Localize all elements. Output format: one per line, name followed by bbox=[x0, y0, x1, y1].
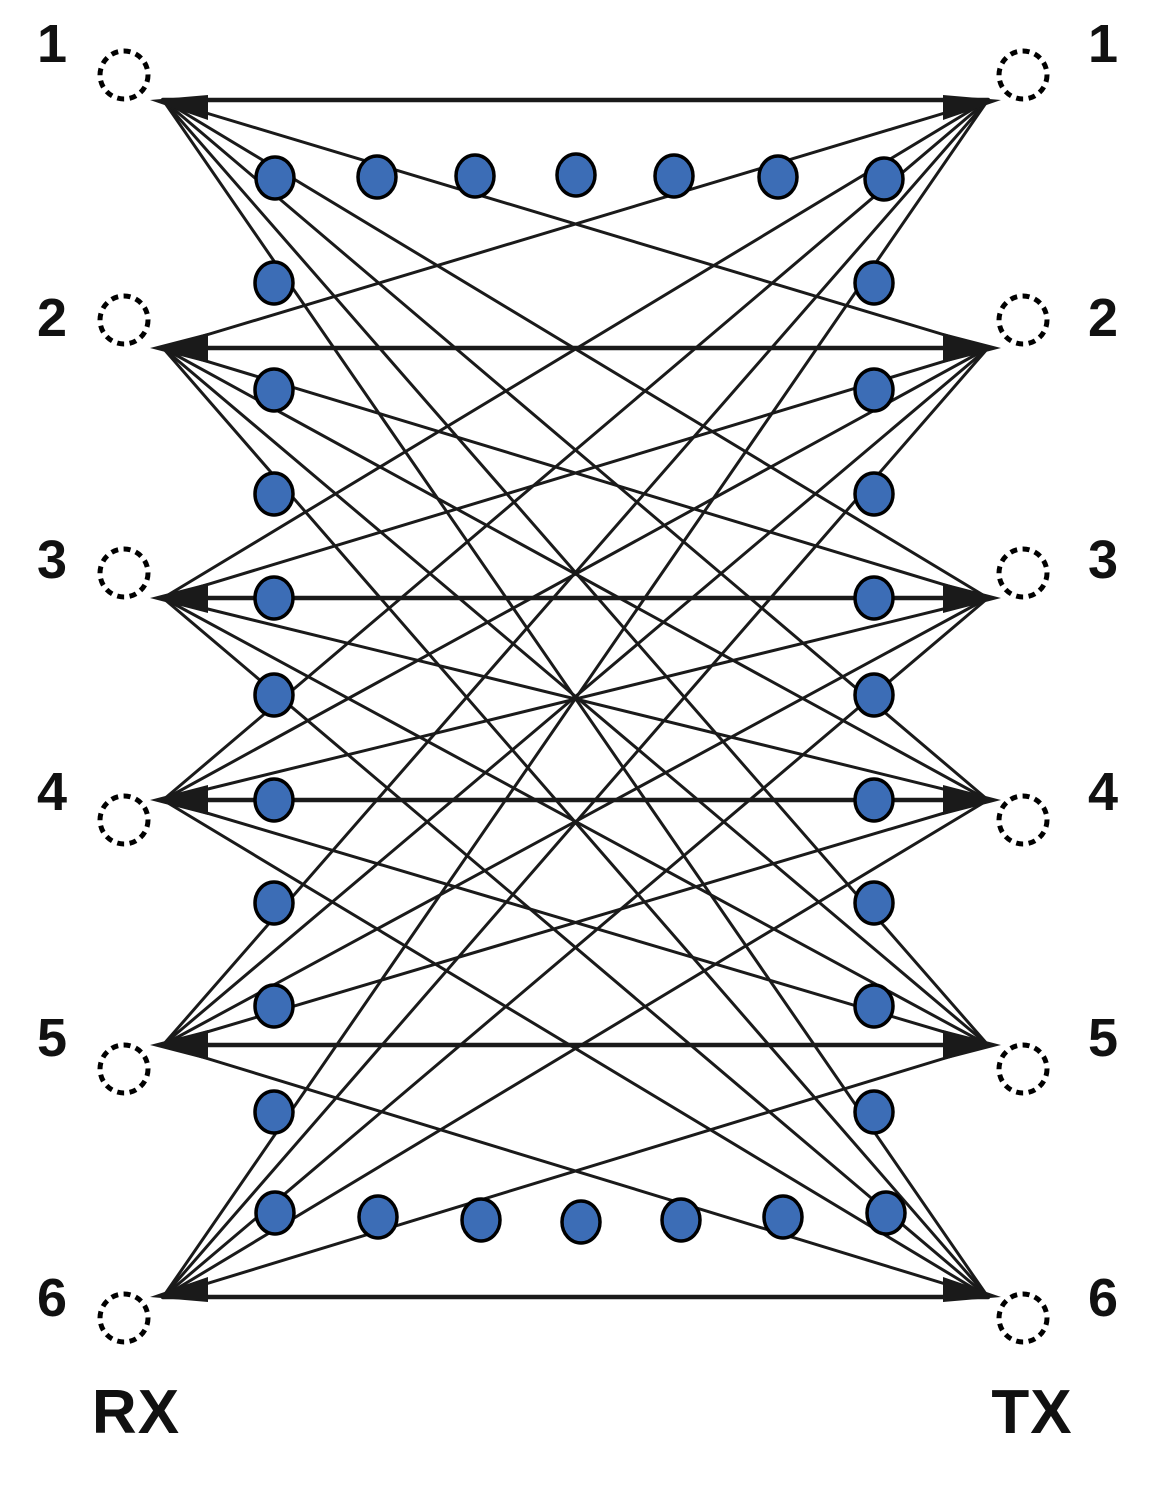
rx-port-circle-2 bbox=[97, 293, 151, 347]
tx-port-circle-3 bbox=[996, 546, 1050, 600]
ring-dot bbox=[853, 880, 895, 926]
fan-wedges-layer bbox=[150, 95, 1001, 1302]
ring-dot bbox=[863, 156, 905, 202]
rx-fan-wedge-1 bbox=[150, 95, 208, 120]
tx-fan-wedge-6 bbox=[943, 1277, 1001, 1302]
rx-fan-wedge-4 bbox=[150, 785, 208, 815]
rx-port-label-3: 3 bbox=[37, 530, 67, 590]
tx-port-label-3: 3 bbox=[1088, 530, 1118, 590]
ring-dot bbox=[560, 1199, 602, 1245]
ring-dot bbox=[853, 575, 895, 621]
ring-dots-layer bbox=[253, 152, 907, 1245]
tx-port-circle-4 bbox=[996, 793, 1050, 847]
tx-group-label: TX bbox=[991, 1378, 1072, 1447]
rx-port-circle-6 bbox=[97, 1291, 151, 1345]
tx-port-circle-6 bbox=[996, 1291, 1050, 1345]
tx-port-label-5: 5 bbox=[1088, 1008, 1118, 1068]
link-rx2-tx1 bbox=[161, 98, 990, 350]
link-rx6-tx1 bbox=[161, 98, 990, 1299]
tx-port-label-4: 4 bbox=[1088, 762, 1118, 822]
ring-dot bbox=[253, 1089, 295, 1135]
tx-fan-wedge-1 bbox=[943, 95, 1001, 120]
ring-dot bbox=[253, 880, 295, 926]
ring-dot bbox=[853, 1089, 895, 1135]
rx-fan-wedge-6 bbox=[150, 1277, 208, 1302]
rx-fan-wedge-3 bbox=[150, 583, 208, 613]
tx-fan-wedge-3 bbox=[943, 583, 1001, 613]
ring-dot bbox=[853, 777, 895, 823]
tx-fan-wedge-5 bbox=[943, 1030, 1001, 1060]
tx-port-circle-5 bbox=[996, 1042, 1050, 1096]
rx-fan-wedge-2 bbox=[150, 333, 208, 363]
ring-dot bbox=[253, 672, 295, 718]
rx-port-label-4: 4 bbox=[37, 762, 67, 822]
link-rx6-tx3 bbox=[161, 596, 990, 1299]
ring-dot bbox=[254, 155, 296, 201]
rx-fan-wedge-5 bbox=[150, 1030, 208, 1060]
rx-group-label: RX bbox=[92, 1378, 180, 1447]
rx-port-circle-5 bbox=[97, 1042, 151, 1096]
ring-dot bbox=[555, 152, 597, 198]
tx-port-circle-2 bbox=[996, 293, 1050, 347]
rx-port-circle-4 bbox=[97, 793, 151, 847]
tx-port-circle-1 bbox=[996, 48, 1050, 102]
link-rx6-tx4 bbox=[161, 798, 990, 1299]
rx-port-circle-3 bbox=[97, 546, 151, 600]
link-rx5-tx1 bbox=[161, 98, 990, 1047]
ring-dot bbox=[653, 153, 695, 199]
ring-dot bbox=[762, 1194, 804, 1240]
link-rx6-tx2 bbox=[161, 346, 990, 1299]
link-rx3-tx2 bbox=[161, 346, 990, 600]
ring-dot bbox=[253, 367, 295, 413]
port-labels-layer: 1 1 2 2 3 3 4 4 5 5 6 6 bbox=[37, 14, 1118, 1328]
ring-dot bbox=[865, 1190, 907, 1236]
ring-dot bbox=[853, 260, 895, 306]
rx-port-label-1: 1 bbox=[37, 14, 67, 74]
rx-port-label-5: 5 bbox=[37, 1008, 67, 1068]
ring-dot bbox=[853, 983, 895, 1029]
link-rx3-tx1 bbox=[161, 98, 990, 600]
rx-port-circle-1 bbox=[97, 48, 151, 102]
tx-fan-wedge-4 bbox=[943, 785, 1001, 815]
ring-dot bbox=[853, 471, 895, 517]
tx-port-label-2: 2 bbox=[1088, 288, 1118, 348]
link-rx5-tx4 bbox=[161, 798, 990, 1047]
links-layer bbox=[160, 97, 991, 1300]
ring-dot bbox=[853, 367, 895, 413]
ring-dot bbox=[356, 154, 398, 200]
port-circles-layer bbox=[97, 48, 1050, 1345]
ring-dot bbox=[460, 1197, 502, 1243]
rx-port-label-2: 2 bbox=[37, 288, 67, 348]
ring-dot bbox=[757, 154, 799, 200]
ring-dot bbox=[253, 983, 295, 1029]
rx-port-label-6: 6 bbox=[37, 1268, 67, 1328]
ring-dot bbox=[254, 1190, 296, 1236]
ring-dot bbox=[660, 1197, 702, 1243]
link-rx6-tx5 bbox=[161, 1043, 990, 1299]
tx-fan-wedge-2 bbox=[943, 333, 1001, 363]
tx-port-label-6: 6 bbox=[1088, 1268, 1118, 1328]
ring-dot bbox=[853, 672, 895, 718]
ring-dot bbox=[253, 471, 295, 517]
ring-dot bbox=[357, 1194, 399, 1240]
ring-dot bbox=[253, 260, 295, 306]
link-rx4-tx1 bbox=[161, 98, 990, 802]
ring-dot bbox=[454, 153, 496, 199]
tx-port-label-1: 1 bbox=[1088, 14, 1118, 74]
ring-dot bbox=[253, 575, 295, 621]
ring-dot bbox=[253, 777, 295, 823]
